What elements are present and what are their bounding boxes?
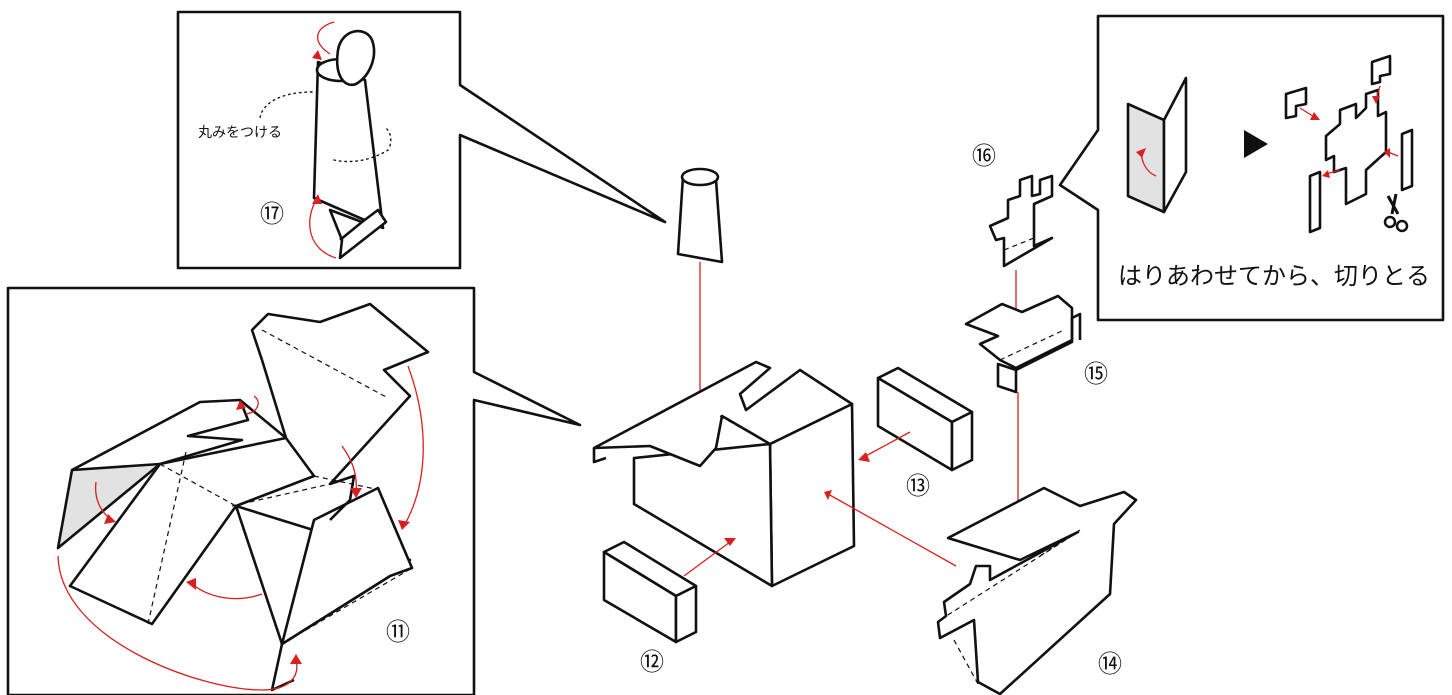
scissors-icon: [1383, 193, 1409, 233]
part-12-label: ⑫: [640, 648, 664, 676]
callout-11: ⑪: [6, 286, 582, 695]
part-13: [876, 366, 974, 472]
round-shape-note: 丸みをつける: [198, 125, 282, 141]
callout-glue-cut: はりあわせてから、切りとる: [1058, 14, 1445, 322]
part-15: [964, 294, 1082, 394]
callout-17: 丸みをつける ⑰: [176, 10, 667, 270]
part-12: [602, 540, 698, 644]
part-11-label: ⑪: [386, 618, 410, 646]
part-17: [676, 167, 724, 264]
part-17-label: ⑰: [260, 200, 284, 228]
part-14-label: ⑭: [1098, 650, 1122, 678]
part-15-label: ⑮: [1084, 360, 1108, 388]
part-16-label: ⑯: [972, 142, 996, 170]
glue-cut-note: はりあわせてから、切りとる: [1118, 262, 1430, 290]
main-body: [592, 360, 856, 588]
part-14: [936, 486, 1138, 695]
part-16: [988, 174, 1054, 268]
play-triangle-icon: [1244, 130, 1268, 158]
part-13-label: ⑬: [906, 472, 930, 500]
